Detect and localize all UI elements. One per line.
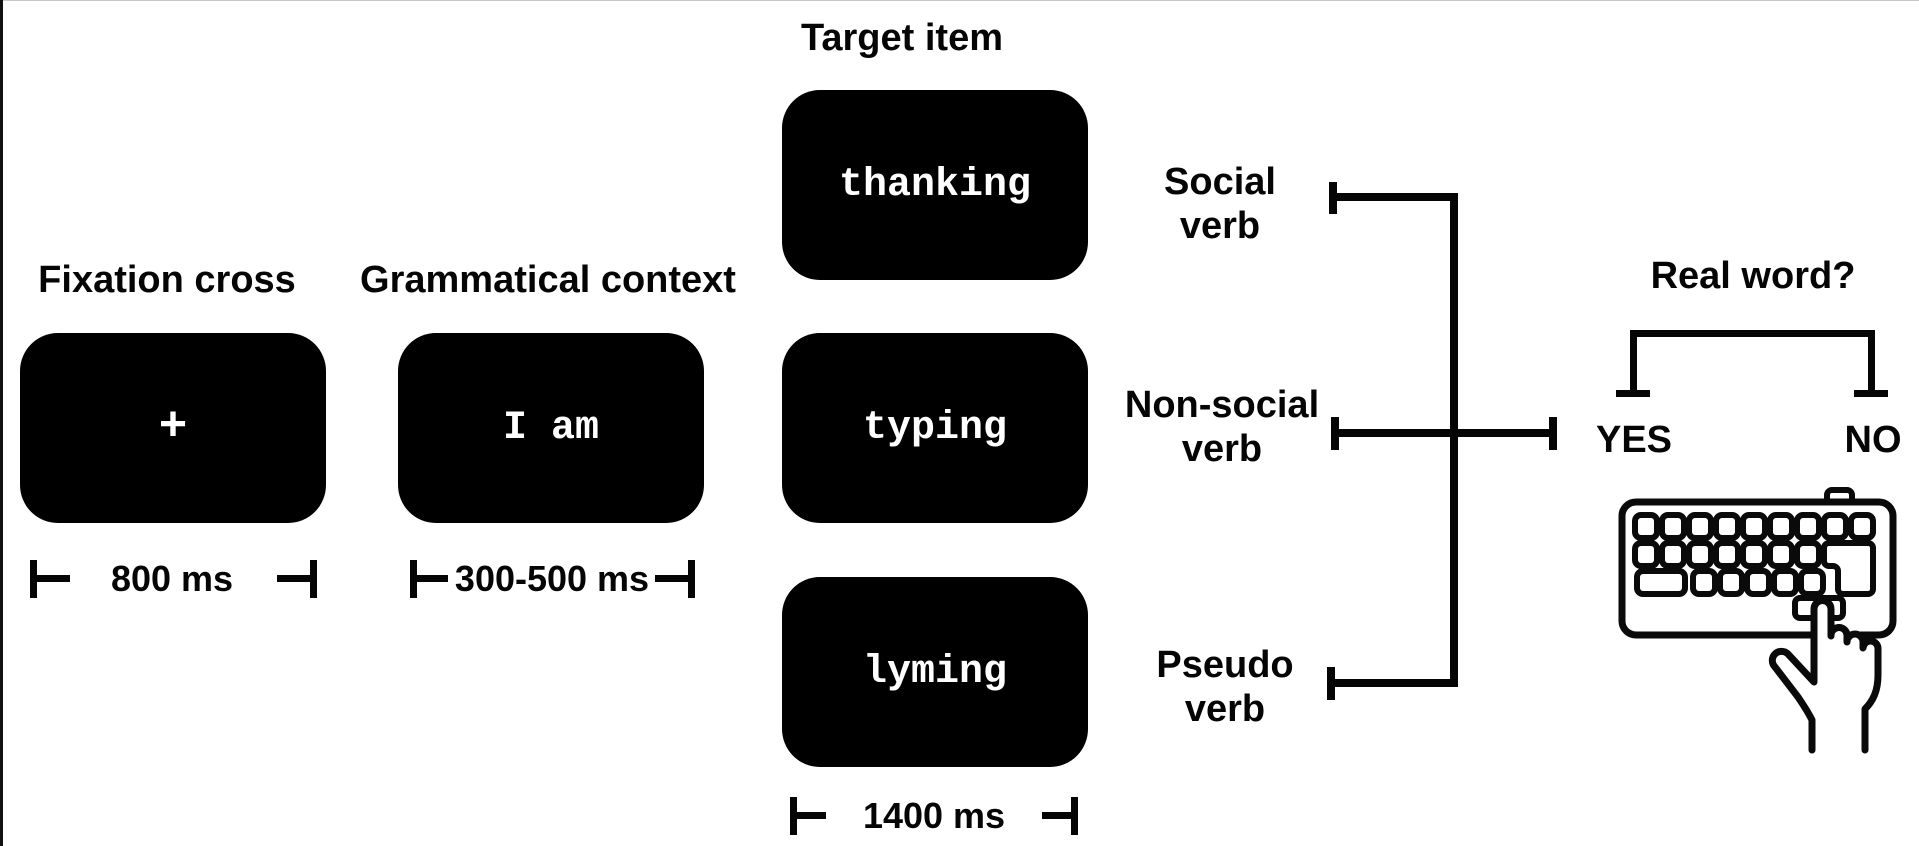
yes-option: YES: [1595, 419, 1673, 461]
decision-bracket-right-cap: [1854, 390, 1888, 397]
target-word-nonsocial: typing: [862, 405, 1008, 451]
category-pseudo-line2: verb: [1184, 688, 1266, 730]
target-screen-nonsocial: typing: [782, 333, 1088, 523]
grammatical-context-label: Grammatical context: [360, 259, 736, 301]
keyboard-row3: [1634, 568, 1826, 597]
decision-bracket-right: [1868, 330, 1875, 395]
keyboard-tap-hand-icon: [1618, 487, 1897, 754]
category-pseudo-label: Pseudo verb: [1156, 643, 1293, 731]
category-nonsocial-label: Non-social verb: [1125, 383, 1319, 471]
keyboard-row2: [1632, 540, 1876, 597]
context-stimulus: I am: [502, 405, 599, 451]
target-duration: 1400 ms: [862, 795, 1006, 836]
decision-bracket-left: [1630, 330, 1637, 395]
context-duration: 300-500 ms: [454, 558, 650, 599]
real-word-question: Real word?: [1650, 255, 1856, 297]
target-word-social: thanking: [838, 162, 1032, 208]
nonsocial-branch-end-tick: [1549, 417, 1557, 450]
duration-line-left: [30, 575, 70, 582]
duration-line-right: [655, 575, 693, 582]
category-social-line2: verb: [1179, 205, 1261, 247]
nonsocial-branch-line: [1331, 429, 1557, 437]
target-item-label: Target item: [800, 17, 1004, 59]
category-spine-line: [1450, 193, 1458, 687]
duration-line-left: [790, 812, 826, 819]
fixation-duration: 800 ms: [110, 558, 234, 599]
figure-left-border: [0, 0, 3, 846]
category-pseudo-line1: Pseudo: [1156, 644, 1294, 686]
decision-bracket-top: [1630, 330, 1875, 337]
fixation-screen: +: [20, 333, 326, 523]
duration-line-right: [1042, 812, 1078, 819]
keyboard-row1: [1632, 512, 1876, 541]
category-social-label: Social verb: [1164, 160, 1276, 248]
target-screen-social: thanking: [782, 90, 1088, 280]
social-branch-line: [1329, 193, 1458, 201]
tapping-hand-icon: [1768, 597, 1882, 754]
pseudo-branch-line: [1327, 679, 1458, 687]
figure-top-edge: [0, 0, 1919, 1]
target-word-pseudo: lyming: [862, 649, 1008, 695]
fixation-cross-stimulus: +: [158, 401, 188, 455]
duration-line-right: [277, 575, 317, 582]
decision-bracket-left-cap: [1616, 390, 1650, 397]
category-nonsocial-line2: verb: [1181, 428, 1263, 470]
enter-key: [1821, 540, 1876, 597]
target-screen-pseudo: lyming: [782, 577, 1088, 767]
duration-line-left: [410, 575, 448, 582]
fixation-cross-label: Fixation cross: [38, 259, 296, 301]
duration-tick-right: [688, 560, 695, 598]
category-nonsocial-line1: Non-social: [1124, 384, 1320, 426]
duration-tick-right: [1071, 797, 1078, 835]
category-social-line1: Social: [1164, 161, 1276, 203]
grammatical-context-screen: I am: [398, 333, 704, 523]
duration-tick-right: [310, 560, 317, 598]
no-option: NO: [1844, 419, 1902, 461]
